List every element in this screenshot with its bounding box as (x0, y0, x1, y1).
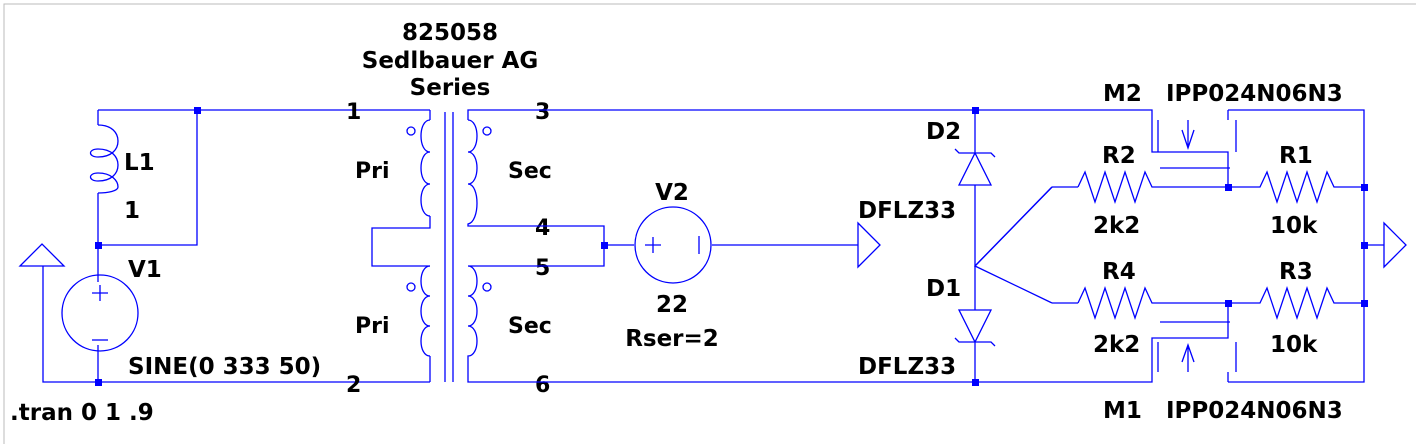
resistor-r4[interactable] (1077, 285, 1228, 321)
r2-value: 2k2 (1093, 213, 1140, 239)
r1-value: 10k (1270, 213, 1318, 239)
r2-name: R2 (1102, 143, 1136, 169)
resistor-r3[interactable] (1228, 285, 1364, 321)
d1-model: DFLZ33 (858, 354, 956, 380)
primary-label-bottom: Pri (355, 314, 390, 339)
v2-value: 22 (656, 292, 688, 318)
zener-diode-d1[interactable] (954, 309, 996, 347)
wire-gate-cross (973, 186, 1078, 304)
spice-directive[interactable]: .tran 0 1 .9 (10, 400, 154, 426)
transformer-primary[interactable] (371, 110, 431, 382)
canvas-border (3, 3, 1416, 444)
output-port-right (1383, 221, 1407, 269)
inductor-l1[interactable] (89, 124, 119, 194)
primary-label-top: Pri (355, 159, 390, 184)
ground-symbol (18, 243, 66, 267)
m2-model: IPP024N06N3 (1166, 81, 1343, 107)
r4-value: 2k2 (1093, 332, 1140, 358)
r4-name: R4 (1102, 259, 1136, 285)
mosfet-m2[interactable] (975, 109, 1237, 187)
zener-diode-d2[interactable] (954, 148, 996, 186)
wire-secondary (520, 109, 975, 383)
transformer-mode: Series (410, 75, 491, 101)
r3-value: 10k (1270, 332, 1318, 358)
v1-name: V1 (128, 257, 162, 283)
wire-left-network (42, 109, 430, 383)
v2-name: V2 (655, 180, 689, 206)
m2-name: M2 (1103, 81, 1142, 107)
pin-5: 5 (535, 256, 550, 281)
mosfet-m1[interactable] (975, 303, 1237, 383)
pin-4: 4 (535, 216, 550, 241)
m1-name: M1 (1103, 398, 1142, 424)
voltage-source-v2[interactable] (634, 206, 712, 284)
pin-2: 2 (346, 373, 361, 398)
secondary-label-top: Sec (508, 159, 552, 184)
l1-value: 1 (124, 198, 140, 224)
l1-name: L1 (124, 150, 155, 176)
resistor-r1[interactable] (1228, 169, 1364, 205)
pin-1: 1 (346, 100, 361, 125)
secondary-label-bottom: Sec (508, 314, 552, 339)
pin-3: 3 (535, 100, 550, 125)
v1-value: SINE(0 333 50) (128, 354, 321, 380)
r3-name: R3 (1279, 259, 1313, 285)
transformer-part: 825058 (402, 20, 498, 46)
transformer-core (444, 112, 454, 382)
pin-6: 6 (535, 373, 550, 398)
junction-nodes (95, 107, 1368, 386)
transformer-secondary[interactable] (467, 109, 520, 383)
d1-name: D1 (926, 276, 961, 302)
voltage-source-v1[interactable] (61, 274, 139, 352)
output-port-left (857, 221, 881, 269)
m1-model: IPP024N06N3 (1166, 398, 1343, 424)
d2-model: DFLZ33 (858, 198, 956, 224)
d2-name: D2 (926, 119, 961, 145)
transformer-maker: Sedlbauer AG (362, 48, 539, 74)
r1-name: R1 (1279, 143, 1313, 169)
resistor-r2[interactable] (1077, 169, 1228, 205)
v2-rser: Rser=2 (625, 326, 719, 352)
